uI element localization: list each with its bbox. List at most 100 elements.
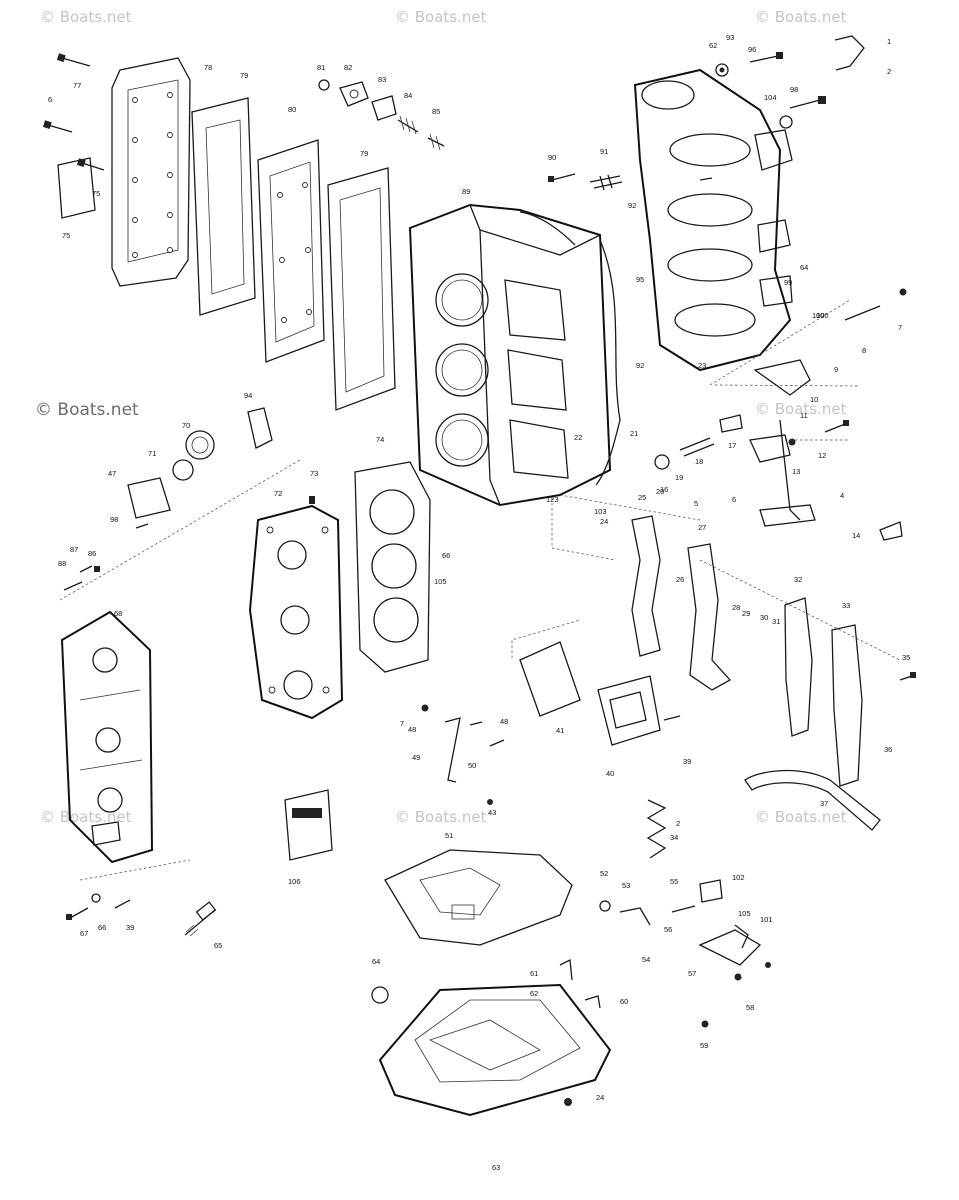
part-label: 75 xyxy=(62,231,70,240)
part-label: 30 xyxy=(760,613,768,622)
part-label: 75 xyxy=(92,189,100,198)
part-label: 104 xyxy=(764,93,777,102)
part-label: 84 xyxy=(404,91,412,100)
part-label: 70 xyxy=(182,421,190,430)
part-label: 105 xyxy=(738,909,751,918)
part-label: 79 xyxy=(360,149,368,158)
part-label: 5 xyxy=(694,499,698,508)
watermark: © Boats.net xyxy=(40,8,132,26)
part-label: 56 xyxy=(664,925,672,934)
part-label: 40 xyxy=(606,769,614,778)
part-label: 17 xyxy=(728,441,736,450)
part-label: 96 xyxy=(748,45,756,54)
part-label: 90 xyxy=(548,153,556,162)
part-label: 39 xyxy=(683,757,691,766)
small-gasket-plate xyxy=(57,157,96,219)
part-label: 14 xyxy=(852,531,860,540)
gasket-kit-box xyxy=(284,789,333,861)
part-label: 25 xyxy=(638,493,646,502)
part-label: 35 xyxy=(902,653,910,662)
part-label: 68 xyxy=(114,609,122,618)
part-label: 92 xyxy=(628,201,636,210)
part-label: 64 xyxy=(372,957,380,966)
part-label: 58 xyxy=(746,1003,754,1012)
part-label: 67 xyxy=(80,929,88,938)
part-label: 24 xyxy=(596,1093,604,1102)
watermark: © Boats.net xyxy=(35,400,139,420)
spark-plug xyxy=(184,901,217,937)
head-gasket xyxy=(354,461,431,673)
part-label: 18 xyxy=(695,457,703,466)
part-label: 100 xyxy=(816,311,829,320)
part-label: 13 xyxy=(792,467,800,476)
watermark: © Boats.net xyxy=(755,400,847,418)
part-label: 47 xyxy=(108,469,116,478)
part-label: 103 xyxy=(594,507,607,516)
watermark: © Boats.net xyxy=(395,8,487,26)
part-label: 23 xyxy=(698,361,706,370)
part-label: 4 xyxy=(840,491,844,500)
part-label: 72 xyxy=(274,489,282,498)
part-label: 33 xyxy=(842,601,850,610)
part-label: 85 xyxy=(432,107,440,116)
watermark: © Boats.net xyxy=(395,808,487,826)
throttle-linkage xyxy=(654,288,907,541)
part-number-labels: 6 77 75 75 78 79 80 79 81 82 83 84 85 89… xyxy=(48,33,910,1172)
bypass-covers xyxy=(551,494,916,831)
part-label: 73 xyxy=(310,469,318,478)
part-label: 88 xyxy=(58,559,66,568)
part-label: 102 xyxy=(732,873,745,882)
crankcase xyxy=(633,68,793,372)
part-label: 26 xyxy=(676,575,684,584)
part-label: 12 xyxy=(818,451,826,460)
part-label: 36 xyxy=(884,745,892,754)
part-label: 86 xyxy=(88,549,96,558)
reed-block xyxy=(511,619,681,746)
bolt-icon xyxy=(66,859,191,920)
part-label: 80 xyxy=(288,105,296,114)
part-label: 8 xyxy=(862,346,866,355)
part-label: 29 xyxy=(742,609,750,618)
part-label: 87 xyxy=(70,545,78,554)
part-label: 2 xyxy=(676,819,680,828)
lever-parts xyxy=(421,704,505,805)
part-label: 1 xyxy=(887,37,891,46)
thermostat-parts xyxy=(318,79,445,151)
part-label: 64 xyxy=(800,263,808,272)
part-label: 65 xyxy=(214,941,222,950)
part-label: 77 xyxy=(73,81,81,90)
part-label: 50 xyxy=(468,761,476,770)
part-label: 39 xyxy=(126,923,134,932)
watermark: © Boats.net xyxy=(755,8,847,26)
thermostat-housing xyxy=(127,407,273,529)
exhaust-cover-plate xyxy=(111,57,191,287)
part-label: 43 xyxy=(488,808,496,817)
part-label: 53 xyxy=(622,881,630,890)
spring-clip xyxy=(646,799,667,859)
part-label: 81 xyxy=(317,63,325,72)
part-label: 100 xyxy=(812,311,825,320)
part-label: 55 xyxy=(670,877,678,886)
part-label: 106 xyxy=(288,877,301,886)
part-label: 6 xyxy=(732,495,736,504)
part-label: 52 xyxy=(600,869,608,878)
inner-exhaust-plate xyxy=(257,139,325,363)
adapter-plate xyxy=(371,958,612,1117)
part-label: 28 xyxy=(732,603,740,612)
bolt-icon xyxy=(548,35,865,191)
cylinder-head-cover xyxy=(60,610,154,864)
part-label: 48 xyxy=(500,717,508,726)
part-label: 10 xyxy=(810,395,818,404)
part-label: 61 xyxy=(530,969,538,978)
part-label: 37 xyxy=(820,799,828,808)
part-label: 60 xyxy=(620,997,628,1006)
part-label: 41 xyxy=(556,726,564,735)
part-label: 91 xyxy=(600,147,608,156)
part-label: 21 xyxy=(630,429,638,438)
part-label: 22 xyxy=(574,433,582,442)
part-label: 16 xyxy=(660,485,668,494)
cylinder-head xyxy=(248,496,344,720)
part-label: 11 xyxy=(800,411,808,420)
part-label: 98 xyxy=(110,515,118,524)
